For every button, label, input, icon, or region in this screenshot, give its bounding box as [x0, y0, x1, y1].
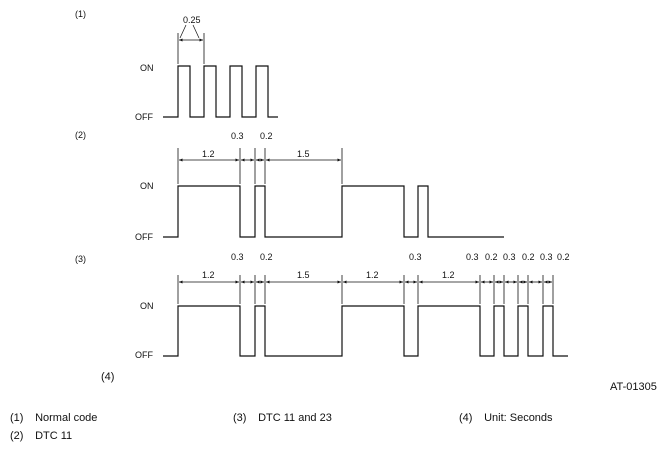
legend-item-4: (4) Unit: Seconds: [459, 412, 553, 424]
panel-1-waveform: [163, 65, 278, 118]
dim-label: 0.3: [466, 252, 479, 262]
dim-label: 1.2: [366, 270, 379, 280]
legend-text: DTC 11: [35, 430, 73, 442]
dim-label: 0.2: [260, 252, 273, 262]
legend-num: (1): [10, 412, 24, 424]
dim-label: 0.2: [557, 252, 570, 262]
dim-label: 0.2: [260, 131, 273, 141]
legend-num: (3): [233, 412, 247, 424]
dim-label: 1.5: [297, 149, 310, 159]
leader-line: [192, 24, 200, 39]
panel-2-on-label: ON: [140, 181, 154, 191]
panel-1: (1) ON OFF 0.25: [75, 9, 278, 122]
leader-line: [179, 24, 187, 39]
dim-label: 0.3: [231, 252, 244, 262]
dim-label: 0.25: [183, 15, 201, 25]
legend-num: (4): [459, 412, 473, 424]
legend-item-1: (1) Normal code: [10, 412, 97, 424]
dim-label: 1.2: [202, 270, 215, 280]
panel-3-off-label: OFF: [135, 350, 153, 360]
dim-label: 0.3: [409, 252, 422, 262]
legend-text: Normal code: [35, 412, 98, 424]
legend-num: (2): [10, 430, 24, 442]
panel-4-label: (4): [101, 371, 115, 383]
legend-item-2: (2) DTC 11: [10, 430, 72, 442]
legend-item-3: (3) DTC 11 and 23: [233, 412, 332, 424]
panel-2-waveform: [163, 185, 504, 238]
dim-label: 0.2: [485, 252, 498, 262]
panel-1-off-label: OFF: [135, 112, 153, 122]
dim-label: 0.3: [540, 252, 553, 262]
panel-3-on-label: ON: [140, 301, 154, 311]
panel-1-on-label: ON: [140, 63, 154, 73]
panel-2-off-label: OFF: [135, 232, 153, 242]
panel-2: (2) ON OFF 1.2 0.3 0.2 1.5: [75, 130, 504, 242]
panel-3: (3) ON OFF 1.2 0.3 0.2 1.5 1.2: [75, 252, 570, 360]
dim-label: 0.3: [231, 131, 244, 141]
legend-text: DTC 11 and 23: [258, 412, 332, 424]
dim-label: 0.2: [522, 252, 535, 262]
dim-label: 1.5: [297, 270, 310, 280]
panel-1-label: (1): [75, 9, 86, 19]
panel-2-label: (2): [75, 130, 86, 140]
dim-label: 1.2: [202, 149, 215, 159]
figure-code: AT-01305: [610, 381, 657, 393]
dim-label: 1.2: [442, 270, 455, 280]
panel-3-label: (3): [75, 254, 86, 264]
dim-label: 0.3: [503, 252, 516, 262]
panel-3-waveform: [163, 305, 568, 357]
legend-text: Unit: Seconds: [484, 412, 553, 424]
